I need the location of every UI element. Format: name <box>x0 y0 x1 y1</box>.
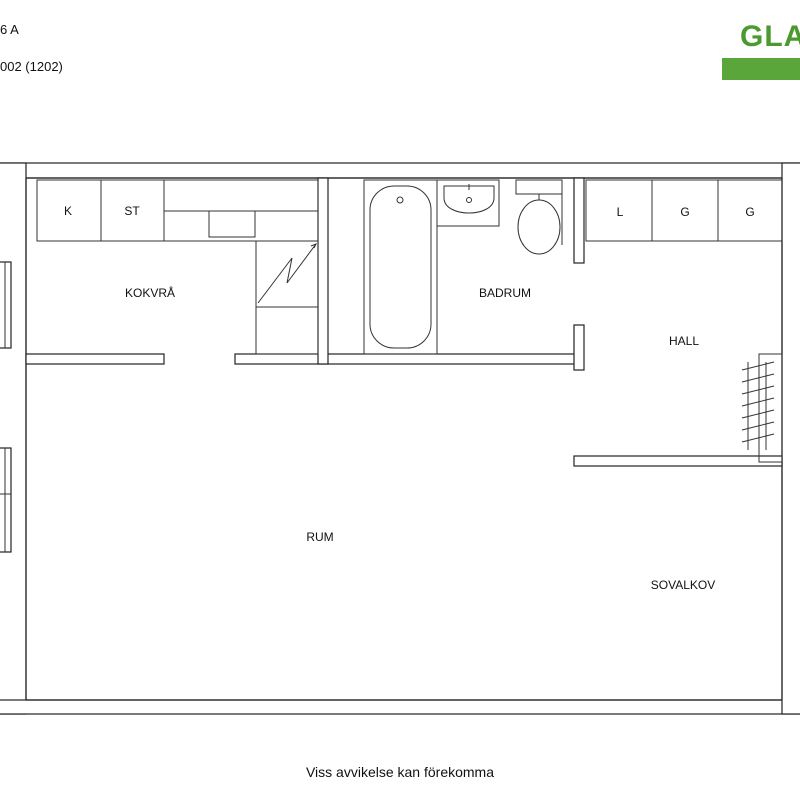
east-wall <box>781 162 800 715</box>
kitchen-bath-partition <box>317 177 329 365</box>
bathroom-fixtures <box>363 179 563 355</box>
toilet-bowl <box>517 199 561 255</box>
washbasin <box>443 185 495 214</box>
fridge-unit <box>255 240 319 355</box>
room-label-badrum: BADRUM <box>479 286 531 300</box>
disclaimer-text: Viss avvikelse kan förekomma <box>305 764 495 780</box>
washbasin-cabinet <box>436 179 500 227</box>
fixture-label-l: L <box>617 205 624 219</box>
room-label-kokvra: KOKVRÅ <box>125 285 175 300</box>
west-windows <box>0 261 12 553</box>
address-text: 6 A <box>0 22 19 37</box>
electric-symbol <box>257 243 317 304</box>
bathtub-drain <box>396 196 404 204</box>
toilet-tank <box>515 179 563 195</box>
bathtub-inner <box>369 185 432 349</box>
interior-walls <box>25 177 783 467</box>
coat-rack <box>758 353 783 463</box>
kitchen-sink <box>208 210 256 238</box>
outer-walls <box>0 162 800 715</box>
company-logo-bar <box>722 58 800 80</box>
hall-sovalkov-wall <box>573 455 783 467</box>
bathtub <box>363 179 438 355</box>
west-wall <box>0 162 27 715</box>
south-wall <box>0 699 800 715</box>
kitchen-wall-west <box>25 353 165 365</box>
wardrobe-row <box>585 179 783 242</box>
kitchen-counter <box>36 179 319 355</box>
fixture-label-st: ST <box>124 204 140 218</box>
fixture-label-k: K <box>64 204 72 218</box>
fixture-label-g2: G <box>745 205 754 219</box>
company-logo-text: GLA <box>740 20 800 53</box>
room-label-rum: RUM <box>306 530 333 544</box>
bath-hall-partition-lower <box>573 324 585 371</box>
kitchen-bath-wall <box>234 353 584 365</box>
hanger-lines <box>741 361 775 443</box>
fixture-label-g1: G <box>680 205 689 219</box>
room-label-sovalkov: SOVALKOV <box>651 578 715 592</box>
north-wall <box>0 162 800 179</box>
bath-hall-partition-upper <box>573 177 585 264</box>
apartment-number-text: 002 (1202) <box>0 59 63 74</box>
room-label-hall: HALL <box>669 334 699 348</box>
hall-wardrobes <box>585 179 783 463</box>
